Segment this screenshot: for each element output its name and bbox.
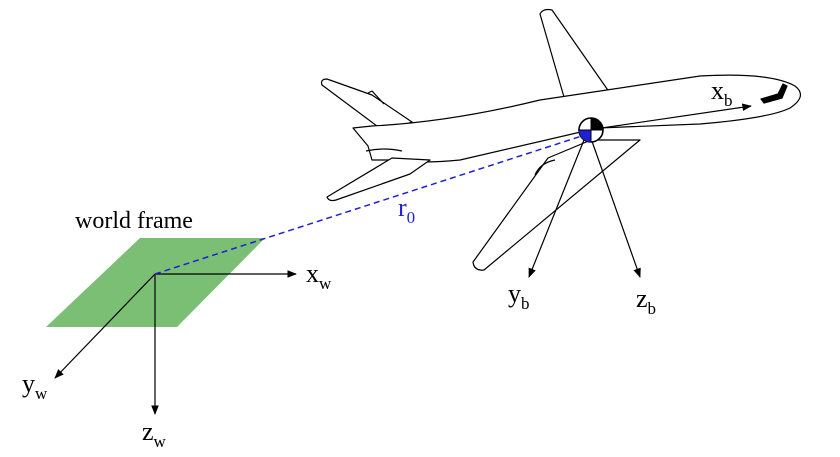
zb-axis <box>587 129 641 278</box>
position-vector-r0 <box>154 133 589 275</box>
yw-axis <box>54 273 156 379</box>
cg-marker-icon <box>578 117 604 143</box>
r0-label: r0 <box>398 193 415 227</box>
yb-label: yb <box>508 279 530 313</box>
xb-axis <box>587 103 752 131</box>
world-axes <box>54 270 297 415</box>
body-axes <box>528 103 752 278</box>
xb-label: xb <box>711 76 733 110</box>
zw-label: zw <box>142 417 167 451</box>
airliner-outline-icon <box>320 8 801 271</box>
xw-label: xw <box>306 259 332 293</box>
zb-label: zb <box>636 284 656 318</box>
yb-axis <box>528 129 589 278</box>
yw-label: yw <box>22 369 48 403</box>
world-frame-label: world frame <box>75 208 193 234</box>
